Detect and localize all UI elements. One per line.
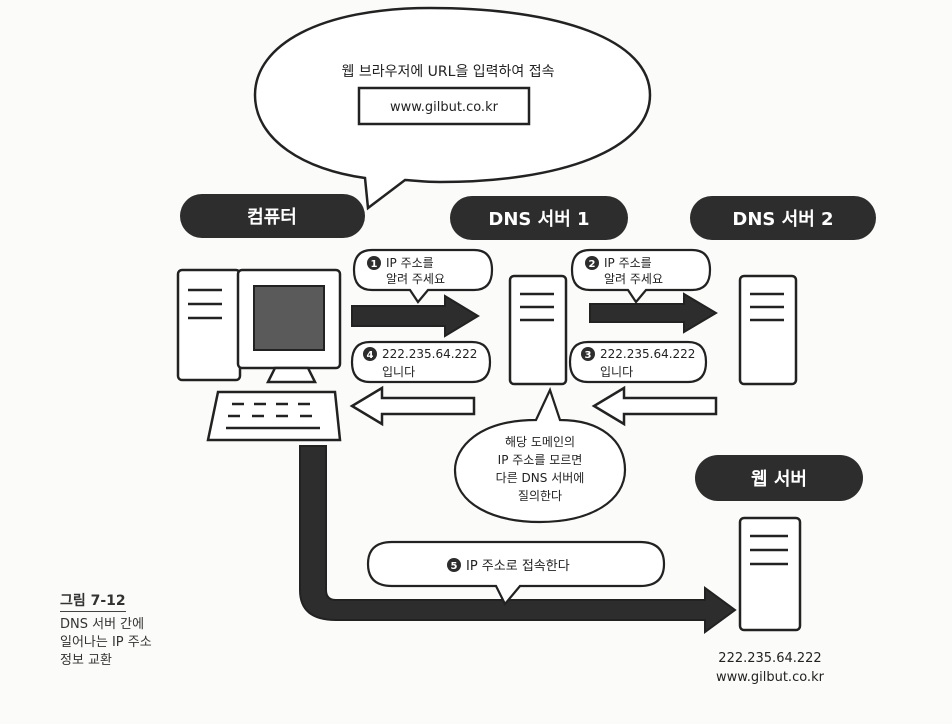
step-2-line2: 알려 주세요 <box>604 272 663 286</box>
step-3-line2: 입니다 <box>600 365 633 379</box>
figure-caption: 그림 7-12 DNS 서버 간에 일어나는 IP 주소 정보 교환 <box>60 592 152 670</box>
dns-note-line2: IP 주소를 모르면 <box>498 453 583 467</box>
label-web-server: 웹 서버 <box>695 455 863 501</box>
step-5-bubble: 5 IP 주소로 접속한다 <box>366 540 666 606</box>
arrow-request-to-dns2 <box>589 292 718 334</box>
step-4-bubble: 4 222.235.64.222 입니다 <box>350 340 492 384</box>
url-box <box>357 86 531 126</box>
url-text: www.gilbut.co.kr <box>390 100 499 115</box>
step-4-line2: 입니다 <box>382 365 415 379</box>
step-5-badge <box>447 558 461 572</box>
web-server-ip: 222.235.64.222 <box>718 651 821 666</box>
figure-caption-title: 그림 7-12 <box>60 592 126 612</box>
dns-note-line3: 다른 DNS 서버에 <box>496 471 585 485</box>
svg-text:DNS 서버 2: DNS 서버 2 <box>732 209 833 230</box>
svg-text:2: 2 <box>589 259 596 270</box>
svg-text:5: 5 <box>451 561 458 572</box>
label-computer: 컴퓨터 <box>180 194 365 238</box>
step-3-bubble: 3 222.235.64.222 입니다 <box>568 340 708 384</box>
step-1-bubble: 1 IP 주소를 알려 주세요 <box>352 248 494 304</box>
dns-server-2-icon <box>738 274 798 386</box>
dns-note-bubble: 해당 도메인의 IP 주소를 모르면 다른 DNS 서버에 질의한다 <box>453 387 627 524</box>
web-server-domain: www.gilbut.co.kr <box>716 670 825 685</box>
step-2-bubble: 2 IP 주소를 알려 주세요 <box>570 248 712 304</box>
arrow-response-from-dns2 <box>591 385 718 427</box>
step-1-line2: 알려 주세요 <box>386 272 445 286</box>
figure-caption-line2: 일어나는 IP 주소 <box>60 635 152 650</box>
browser-speech-bubble: 웹 브라우저에 URL을 입력하여 접속 www.gilbut.co.kr <box>253 6 652 211</box>
svg-text:3: 3 <box>585 350 592 361</box>
figure-caption-line1: DNS 서버 간에 <box>60 617 145 632</box>
dns-note-line4: 질의한다 <box>518 489 562 503</box>
web-server-icon <box>738 516 802 632</box>
svg-text:컴퓨터: 컴퓨터 <box>247 207 297 228</box>
step-5-text: IP 주소로 접속한다 <box>466 559 570 574</box>
step-1-line1: IP 주소를 <box>386 256 434 270</box>
arrow-response-to-computer <box>349 385 476 427</box>
svg-text:1: 1 <box>371 259 378 270</box>
step-2-line1: IP 주소를 <box>604 256 652 270</box>
step-3-line1: 222.235.64.222 <box>600 347 695 361</box>
computer-keyboard <box>206 390 342 442</box>
arrow-request-to-dns1 <box>351 294 480 338</box>
computer-monitor <box>236 268 342 384</box>
svg-text:4: 4 <box>367 350 374 361</box>
step-3-badge <box>581 347 595 361</box>
arrow-connect-to-web <box>299 445 737 634</box>
dns-server-1-icon <box>508 274 568 386</box>
label-dns-server-2: DNS 서버 2 <box>690 196 876 240</box>
step-4-line1: 222.235.64.222 <box>382 347 477 361</box>
step-4-badge <box>363 347 377 361</box>
step-1-badge <box>367 256 381 270</box>
label-dns-server-1: DNS 서버 1 <box>450 196 628 240</box>
computer-tower <box>176 268 242 382</box>
browser-instruction: 웹 브라우저에 URL을 입력하여 접속 <box>341 64 554 80</box>
svg-text:웹 서버: 웹 서버 <box>751 469 807 490</box>
svg-text:DNS 서버 1: DNS 서버 1 <box>488 209 589 230</box>
dns-note-line1: 해당 도메인의 <box>505 435 575 449</box>
figure-caption-line3: 정보 교환 <box>60 653 112 668</box>
step-2-badge <box>585 256 599 270</box>
